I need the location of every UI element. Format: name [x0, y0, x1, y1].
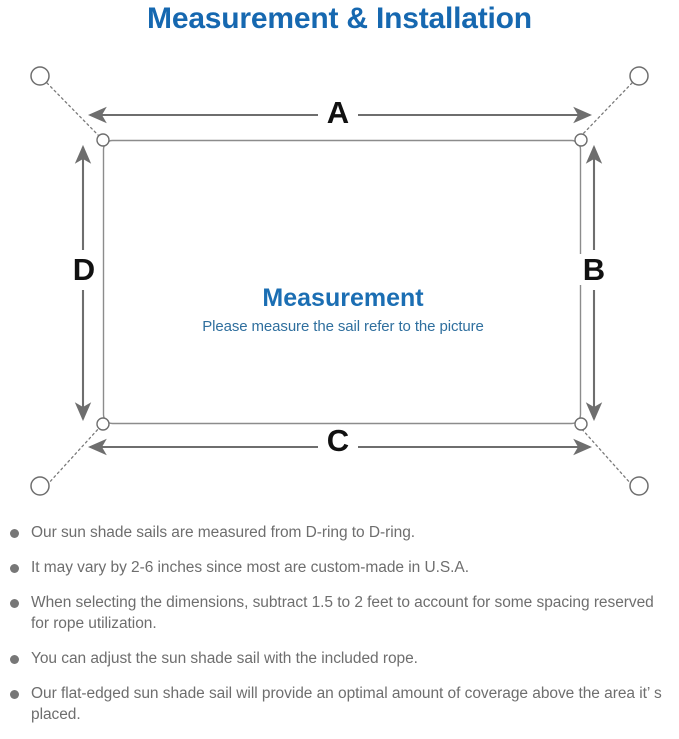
note-text: Our sun shade sails are measured from D-… — [31, 524, 416, 541]
anchor-ring-bottom-right — [629, 476, 649, 496]
note-text: Our flat-edged sun shade sail will provi… — [31, 685, 662, 723]
d-ring-top-right — [574, 133, 588, 147]
notes-list: Our sun shade sails are measured from D-… — [0, 522, 679, 725]
bullet-dot-icon — [10, 529, 19, 538]
sail-d-rings — [96, 133, 588, 431]
dimension-arrows — [74, 106, 603, 456]
dimension-label-c: C — [320, 425, 356, 456]
d-ring-top-left — [96, 133, 110, 147]
anchor-ring-bottom-left — [30, 476, 50, 496]
note-text: You can adjust the sun shade sail with t… — [31, 650, 418, 667]
diagram-canvas — [30, 66, 649, 496]
rope-bottom-right — [579, 426, 633, 486]
measurement-heading: Measurement — [262, 284, 424, 312]
note-item: Our flat-edged sun shade sail will provi… — [0, 683, 679, 725]
measurement-subheading: Please measure the sail refer to the pic… — [202, 318, 484, 335]
anchor-ring-top-right — [629, 66, 649, 86]
bullet-dot-icon — [10, 655, 19, 664]
bullet-dot-icon — [10, 690, 19, 699]
note-text: It may vary by 2-6 inches since most are… — [31, 559, 469, 576]
rope-lines — [46, 82, 633, 486]
note-item: It may vary by 2-6 inches since most are… — [0, 557, 679, 578]
note-text: When selecting the dimensions, subtract … — [31, 594, 654, 632]
page-title: Measurement & Installation — [147, 2, 532, 35]
rope-top-right — [579, 82, 633, 138]
note-item: You can adjust the sun shade sail with t… — [0, 648, 679, 669]
rope-top-left — [46, 82, 101, 138]
sail-outline — [102, 139, 582, 425]
note-item: When selecting the dimensions, subtract … — [0, 592, 679, 634]
anchor-rings — [30, 66, 649, 496]
d-ring-bottom-right — [574, 417, 588, 431]
bullet-dot-icon — [10, 564, 19, 573]
sail-center-text: Measurement Please measure the sail refe… — [104, 283, 582, 338]
note-item: Our sun shade sails are measured from D-… — [0, 522, 679, 543]
dimension-label-a: A — [320, 97, 356, 128]
anchor-ring-top-left — [30, 66, 50, 86]
bullet-dot-icon — [10, 599, 19, 608]
d-ring-bottom-left — [96, 417, 110, 431]
sail-measurement-diagram: A B C D Measurement Please measure the s… — [0, 45, 679, 515]
rope-bottom-left — [46, 426, 101, 486]
dimension-label-b: B — [578, 254, 610, 285]
dimension-label-d: D — [68, 254, 100, 285]
